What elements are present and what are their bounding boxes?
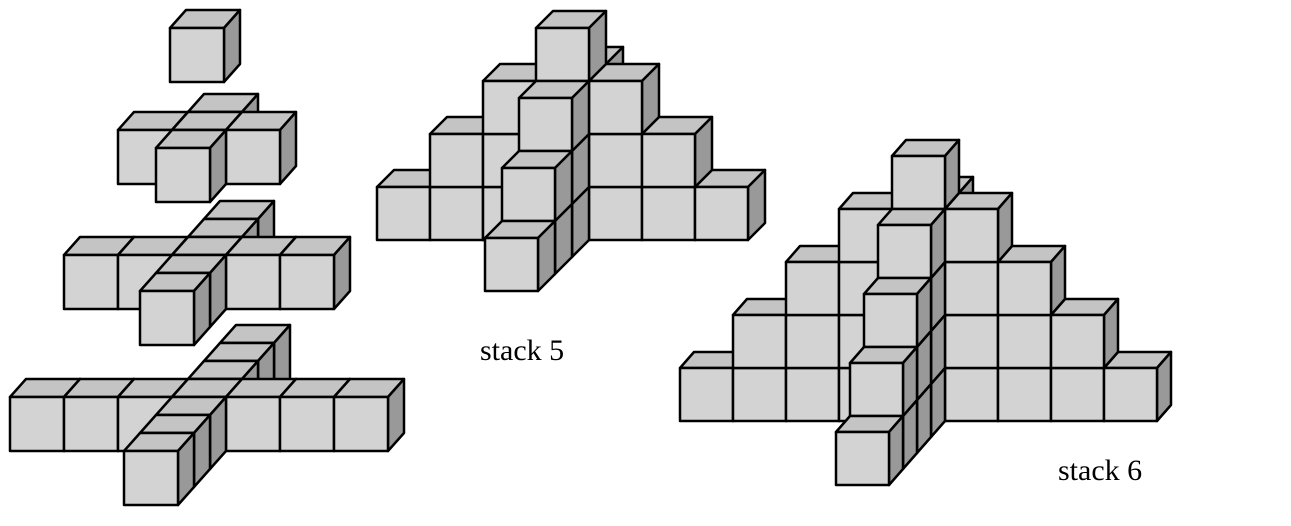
cube-front-face: [1049, 366, 1106, 423]
cube-front-face: [154, 146, 212, 204]
cube: [862, 276, 933, 349]
cube-front-face: [62, 253, 120, 311]
cube-front-face: [784, 313, 841, 370]
cube-front-face: [224, 395, 282, 453]
cube-front-face: [996, 313, 1053, 370]
cube: [693, 168, 767, 242]
cube-front-face: [678, 366, 735, 423]
cube-front-face: [1102, 366, 1159, 423]
cube-front-face: [224, 253, 282, 311]
cube-front-face: [784, 260, 841, 317]
cube-front-face: [640, 185, 697, 242]
cube-front-face: [890, 154, 947, 211]
cube-front-face: [587, 185, 644, 242]
cube: [483, 219, 557, 293]
cube: [834, 414, 905, 487]
cube: [640, 115, 714, 189]
cube: [890, 138, 961, 211]
cube: [154, 128, 228, 204]
cube: [332, 377, 406, 453]
cube-front-face: [587, 79, 644, 136]
cube-front-face: [8, 395, 66, 453]
cube-front-face: [848, 361, 905, 418]
cube-front-face: [731, 313, 788, 370]
cube: [996, 244, 1067, 317]
cube-front-face: [943, 260, 1000, 317]
cube: [168, 8, 242, 84]
cube-front-face: [517, 96, 574, 153]
cube-front-face: [138, 289, 196, 347]
cube-front-face: [534, 26, 591, 83]
cube-front-face: [731, 366, 788, 423]
cube-front-face: [224, 128, 282, 186]
cube-front-face: [168, 26, 226, 84]
cube: [587, 62, 661, 136]
cube-front-face: [834, 430, 891, 487]
cube-front-face: [587, 132, 644, 189]
cube-front-face: [693, 185, 750, 242]
cube-front-face: [332, 395, 390, 453]
cube-front-face: [122, 449, 180, 507]
cube-front-face: [500, 166, 557, 223]
cube-front-face: [428, 132, 485, 189]
cube-front-face: [640, 132, 697, 189]
cube-front-face: [62, 395, 120, 453]
cube-front-face: [483, 236, 540, 293]
stack-6-pyramid: [678, 138, 1173, 487]
cube: [278, 235, 352, 311]
stack-5-pyramid: [375, 9, 767, 293]
cube: [224, 110, 298, 186]
cube-front-face: [943, 207, 1000, 264]
cube: [122, 431, 196, 507]
cube-front-face: [943, 313, 1000, 370]
cube-front-face: [943, 366, 1000, 423]
cube-front-face: [784, 366, 841, 423]
stack-5-label: stack 5: [480, 334, 564, 367]
cube-front-face: [428, 185, 485, 242]
cube: [534, 9, 608, 83]
cube-front-face: [876, 223, 933, 280]
cube: [848, 345, 919, 418]
cube: [500, 149, 574, 223]
cube-front-face: [996, 366, 1053, 423]
cube-front-face: [278, 395, 336, 453]
cube-front-face: [375, 185, 432, 242]
cube-front-face: [278, 253, 336, 311]
cube: [943, 191, 1014, 264]
cube-front-face: [1049, 313, 1106, 370]
cube: [1049, 297, 1120, 370]
cube: [1102, 350, 1173, 423]
exploded-layers-of-stack: [8, 8, 406, 507]
stack-6-label: stack 6: [1058, 454, 1142, 487]
cube-front-face: [996, 260, 1053, 317]
cube: [517, 79, 591, 153]
cube-front-face: [862, 292, 919, 349]
cube: [876, 207, 947, 280]
cube: [138, 271, 212, 347]
